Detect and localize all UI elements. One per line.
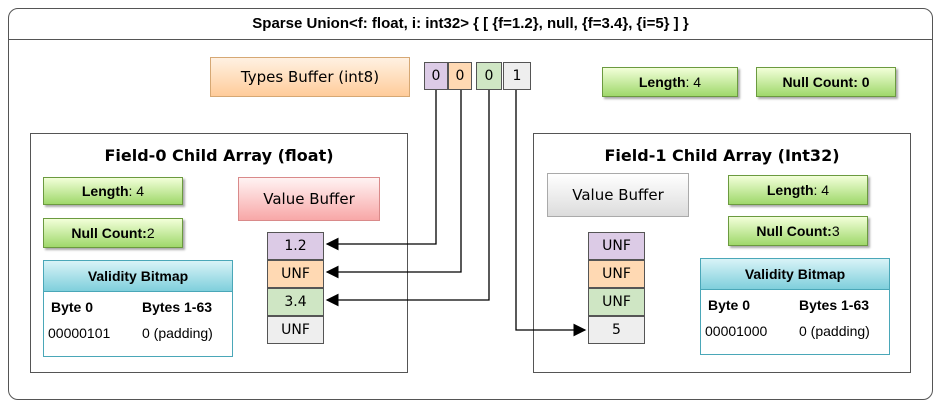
types-buffer-cell: 0 <box>448 62 472 90</box>
top-length-box: Length: 4 <box>602 67 738 97</box>
field0-value-cell: 3.4 <box>267 288 324 316</box>
length-value: : 4 <box>685 74 702 90</box>
null-count-value: 3 <box>831 223 840 239</box>
types-buffer-cell: 0 <box>424 62 448 90</box>
field0-validity-bitmap: Validity Bitmap Byte 0 Bytes 1-63 000001… <box>43 260 233 357</box>
null-count-label: Null Count: <box>756 223 832 239</box>
field1-length-box: Length: 4 <box>728 175 868 205</box>
field0-value-cell: UNF <box>267 260 324 288</box>
bitmap-col2-header: Bytes 1-63 <box>142 299 213 315</box>
bitmap-col1-header: Byte 0 <box>51 299 94 315</box>
connector-arrow <box>515 90 587 337</box>
field1-value-cell: UNF <box>588 232 645 260</box>
field1-null-count-box: Null Count: 3 <box>728 216 868 246</box>
outer-frame <box>8 8 933 400</box>
null-count-label: Null Count: <box>71 225 147 241</box>
bitmap-title: Validity Bitmap <box>44 261 232 292</box>
field1-value-cell: UNF <box>588 288 645 316</box>
bitmap-col2-value: 0 (padding) <box>142 325 213 341</box>
field1-value-buffer-label: Value Buffer <box>547 173 689 217</box>
field0-value-buffer-label: Value Buffer <box>238 177 380 221</box>
length-label: Length <box>766 182 814 198</box>
types-buffer-label: Types Buffer (int8) <box>210 57 410 97</box>
null-count-value: 2 <box>146 225 155 241</box>
field1-value-cell: UNF <box>588 260 645 288</box>
field0-null-count-box: Null Count: 2 <box>43 218 183 248</box>
types-buffer-cell: 1 <box>503 62 531 90</box>
field1-validity-bitmap: Validity Bitmap Byte 0 Bytes 1-63 000010… <box>700 258 890 355</box>
field0-length-box: Length: 4 <box>43 177 183 205</box>
diagram-title: Sparse Union<f: float, i: int32> { [ {f=… <box>8 8 933 40</box>
connector-arrow <box>325 90 462 279</box>
top-null-count-box: Null Count: 0 <box>756 67 896 97</box>
length-label: Length <box>81 183 129 199</box>
field0-value-cell: 1.2 <box>267 232 324 260</box>
bitmap-col2-header: Bytes 1-63 <box>799 297 870 313</box>
bitmap-col1-value: 00000101 <box>48 325 111 341</box>
connector-arrow <box>325 90 437 251</box>
field0-title: Field-0 Child Array (float) <box>104 146 334 165</box>
length-value: : 4 <box>128 183 145 199</box>
bitmap-title: Validity Bitmap <box>701 259 889 290</box>
field1-value-cell: 5 <box>588 316 645 344</box>
types-buffer-cell: 0 <box>476 62 502 90</box>
length-value: : 4 <box>813 182 830 198</box>
bitmap-col1-value: 00001000 <box>705 323 768 339</box>
connector-arrow <box>325 90 490 307</box>
length-label: Length <box>638 74 686 90</box>
field1-title: Field-1 Child Array (Int32) <box>604 146 840 165</box>
bitmap-col1-header: Byte 0 <box>708 297 751 313</box>
field0-value-cell: UNF <box>267 316 324 344</box>
bitmap-col2-value: 0 (padding) <box>799 323 870 339</box>
